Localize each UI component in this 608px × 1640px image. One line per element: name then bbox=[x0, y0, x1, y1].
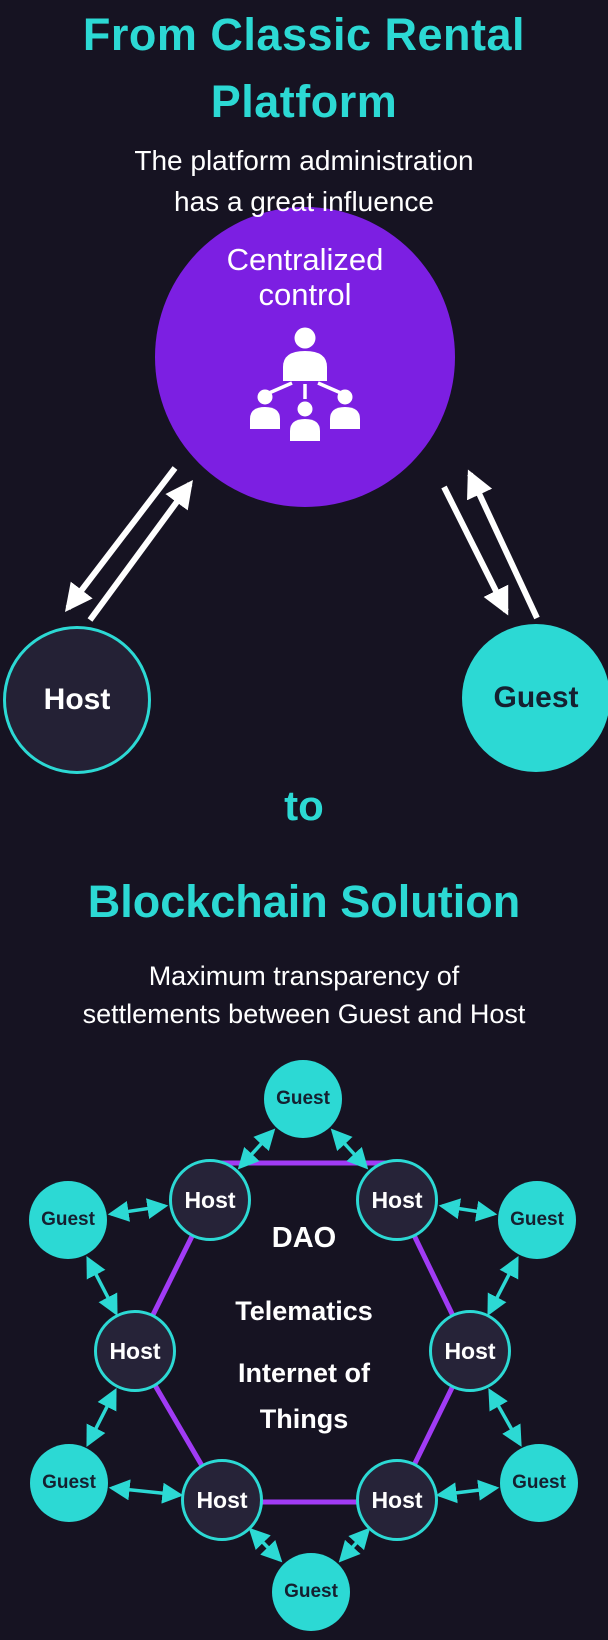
node-label: Guest bbox=[276, 1088, 330, 1109]
transition-label: to bbox=[284, 782, 324, 829]
node-label: Host bbox=[184, 1186, 236, 1213]
centralized-control-circle: Centralized control bbox=[155, 207, 455, 507]
classic-host-circle: Host bbox=[3, 626, 151, 774]
center-label-dao: DAO bbox=[271, 1222, 337, 1254]
classic-subtitle-line2: has a great influence bbox=[174, 185, 434, 217]
node-label: Guest bbox=[512, 1472, 566, 1493]
classic-guest-circle: Guest bbox=[462, 624, 608, 772]
network-host-mid-left: Host bbox=[94, 1310, 176, 1392]
classic-subtitle-line1: The platform administration bbox=[134, 145, 474, 176]
node-label: Host bbox=[371, 1486, 423, 1513]
node-label: Host bbox=[196, 1486, 248, 1513]
node-label: Guest bbox=[41, 1209, 95, 1230]
network-guest-bottom-left: Guest bbox=[30, 1444, 108, 1522]
platform-host-arrows bbox=[64, 466, 193, 622]
network-host-top-left: Host bbox=[169, 1159, 251, 1241]
network-guest-bottom: Guest bbox=[272, 1553, 350, 1631]
network-host-bottom-right: Host bbox=[356, 1459, 438, 1541]
blockchain-subtitle-line2: settlements between Guest and Host bbox=[82, 999, 526, 1030]
center-label-telematics: Telematics bbox=[235, 1296, 373, 1326]
classic-section-subtitle: The platform administration has a great … bbox=[0, 141, 608, 222]
node-label: Guest bbox=[284, 1581, 338, 1602]
blockchain-subtitle-line1: Maximum transparency of bbox=[148, 961, 460, 991]
node-label: Host bbox=[444, 1337, 496, 1364]
blockchain-section-subtitle: Maximum transparency of settlements betw… bbox=[0, 957, 608, 1034]
node-label: Host bbox=[371, 1186, 423, 1213]
guest-host-arrows bbox=[86, 1128, 522, 1563]
classic-host-label: Host bbox=[43, 683, 111, 716]
classic-guest-label: Guest bbox=[493, 681, 579, 714]
network-guest-left: Guest bbox=[29, 1181, 107, 1259]
center-label-internet-of: Internet of bbox=[238, 1358, 370, 1388]
network-host-bottom-left: Host bbox=[181, 1459, 263, 1541]
network-guest-right: Guest bbox=[498, 1181, 576, 1259]
blockchain-section-title: Blockchain Solution bbox=[87, 876, 521, 927]
network-guest-bottom-right: Guest bbox=[500, 1444, 578, 1522]
node-label: Guest bbox=[42, 1472, 96, 1493]
network-host-top-right: Host bbox=[356, 1159, 438, 1241]
center-label-things: Things bbox=[259, 1404, 349, 1434]
node-label: Host bbox=[109, 1337, 161, 1364]
node-label: Guest bbox=[510, 1209, 564, 1230]
network-host-mid-right: Host bbox=[429, 1310, 511, 1392]
centralized-control-label: Centralized control bbox=[226, 242, 384, 312]
network-guest-top: Guest bbox=[264, 1060, 342, 1138]
platform-guest-arrows bbox=[441, 469, 540, 620]
people-hierarchy-icon bbox=[250, 327, 360, 442]
classic-section-title: From Classic Rental Platform bbox=[82, 9, 526, 127]
